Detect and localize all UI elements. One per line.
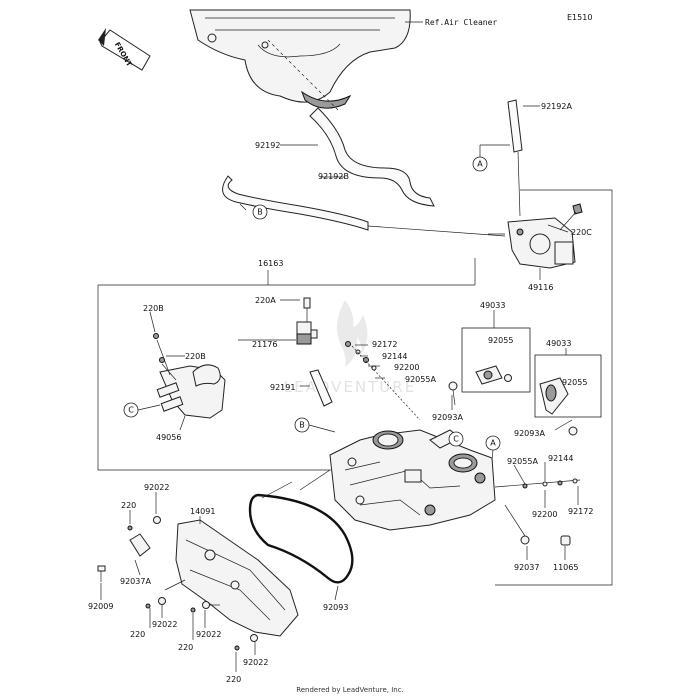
valve-49116 <box>488 203 583 269</box>
screw-92009 <box>97 565 106 582</box>
label-16163: 16163 <box>258 259 283 268</box>
label-49033-left: 49033 <box>480 301 505 310</box>
part-92037A <box>129 533 151 557</box>
hose-92192A <box>507 99 523 217</box>
leader-lines <box>100 105 579 672</box>
footer-credit: Rendered by LeadVenture, Inc. <box>296 686 404 694</box>
label-220A: 220A <box>255 296 276 305</box>
front-arrow: FRONT <box>98 28 151 71</box>
cover-14091 <box>175 519 299 637</box>
label-92192: 92192 <box>255 141 280 150</box>
label-92022-top: 92022 <box>144 483 169 492</box>
seal-92093A <box>448 381 458 391</box>
hose-92192 <box>309 107 435 207</box>
ref-air-cleaner-label: Ref.Air Cleaner <box>425 18 497 27</box>
label-92192B: 92192B <box>318 172 349 181</box>
label-14091: 14091 <box>190 507 215 516</box>
label-92037: 92037 <box>514 563 539 572</box>
air-cleaner-ref <box>189 9 411 113</box>
svg-text:C: C <box>453 435 459 444</box>
callout-c-left: C <box>123 402 139 418</box>
seal-stack-right <box>494 478 581 489</box>
label-220C: 220C <box>571 228 592 237</box>
hose-92191 <box>309 369 333 407</box>
callout-a-top: A <box>472 156 488 172</box>
watermark-text: LEADVENTURE <box>284 378 416 396</box>
callout-b-mid: B <box>294 417 310 433</box>
callout-c-right: C <box>448 431 464 447</box>
label-220B-mid: 220B <box>185 352 206 361</box>
box-49033-left <box>461 327 531 393</box>
label-92093A-left: 92093A <box>432 413 463 422</box>
sensor-21176 <box>296 297 318 345</box>
label-49033-right: 49033 <box>546 339 571 348</box>
label-92022-low: 92022 <box>196 630 221 639</box>
callout-b-top: B <box>252 204 268 220</box>
svg-text:A: A <box>490 439 496 448</box>
label-92093A-right: 92093A <box>514 429 545 438</box>
label-92192A: 92192A <box>541 102 572 111</box>
label-92144-right: 92144 <box>548 454 573 463</box>
label-92009: 92009 <box>88 602 113 611</box>
joint-49056 <box>153 333 226 419</box>
label-92200-right: 92200 <box>532 510 557 519</box>
svg-text:B: B <box>257 208 263 217</box>
label-21176: 21176 <box>252 340 277 349</box>
label-220-bottom: 220 <box>226 675 241 684</box>
label-92055A-top: 92055A <box>405 375 436 384</box>
box-49033-right <box>534 354 602 436</box>
label-92022-mid: 92022 <box>152 620 177 629</box>
label-92172-top: 92172 <box>372 340 397 349</box>
svg-text:A: A <box>477 160 483 169</box>
label-220B-top: 220B <box>143 304 164 313</box>
callout-a-right: A <box>485 435 501 451</box>
seal-stack-top <box>345 341 421 421</box>
belt-92093 <box>248 493 354 584</box>
svg-text:C: C <box>128 406 134 415</box>
svg-text:B: B <box>299 421 305 430</box>
label-92200-top: 92200 <box>394 363 419 372</box>
label-92055-left: 92055 <box>488 336 513 345</box>
label-92144-top: 92144 <box>382 352 407 361</box>
washers <box>127 516 258 651</box>
label-92172-right: 92172 <box>568 507 593 516</box>
hose-92192B <box>222 175 369 231</box>
label-220-top: 220 <box>121 501 136 510</box>
label-92055-right: 92055 <box>562 378 587 387</box>
label-92191: 92191 <box>270 383 295 392</box>
label-92093: 92093 <box>323 603 348 612</box>
throttle-body <box>329 429 496 531</box>
label-92055A-right: 92055A <box>507 457 538 466</box>
screw-92037 <box>504 504 530 545</box>
label-92022-bottom: 92022 <box>243 658 268 667</box>
part-labels: 92192A 92192 92192B 220C 49116 16163 220… <box>88 102 593 684</box>
label-49056: 49056 <box>156 433 181 442</box>
label-92037A: 92037A <box>120 577 151 586</box>
label-49116: 49116 <box>528 283 553 292</box>
page-code: E1510 <box>567 13 592 22</box>
label-11065: 11065 <box>553 563 578 572</box>
cap-11065 <box>560 535 571 546</box>
label-220-low: 220 <box>178 643 193 652</box>
label-220-mid: 220 <box>130 630 145 639</box>
